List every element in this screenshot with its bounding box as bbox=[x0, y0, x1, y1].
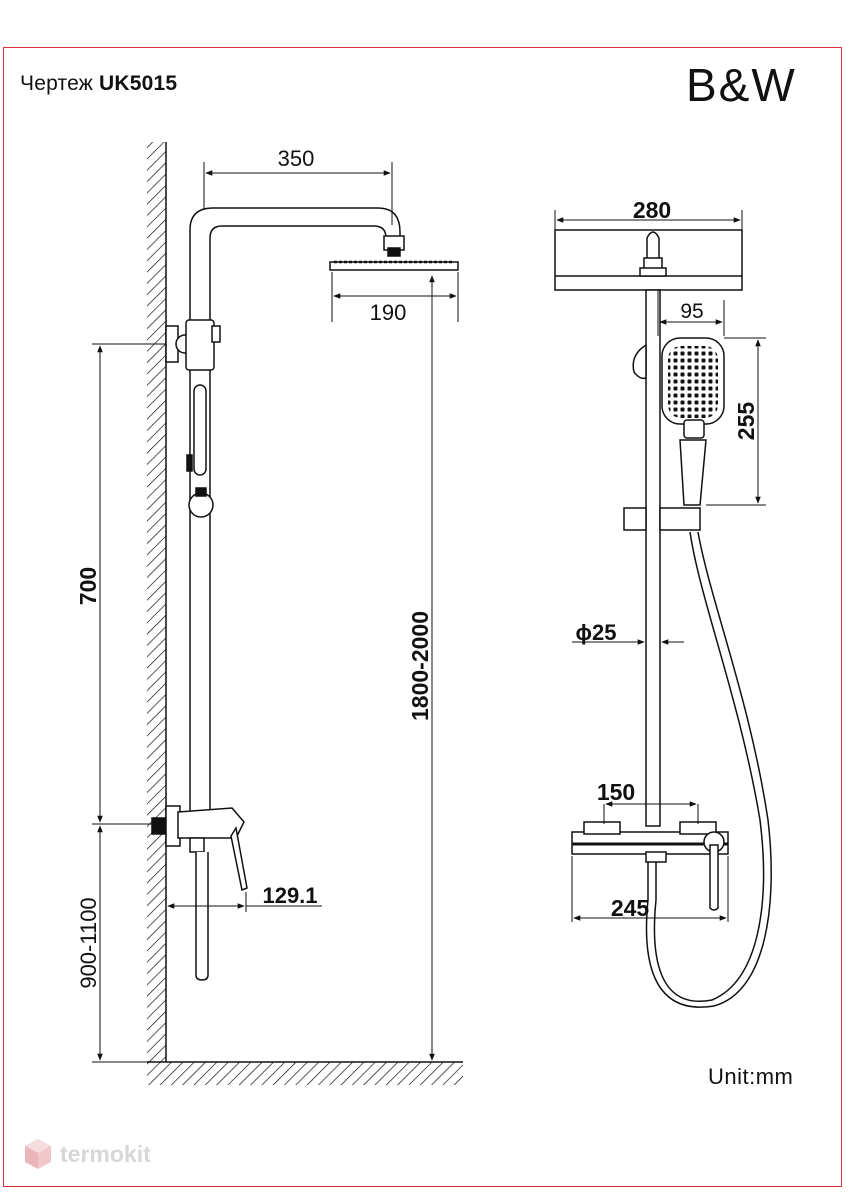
dim-350-label: 350 bbox=[278, 146, 315, 171]
dim-245-label: 245 bbox=[611, 895, 650, 921]
dim-129-label: 129.1 bbox=[262, 883, 317, 908]
model-number: UK5015 bbox=[99, 72, 178, 95]
mixer-body bbox=[177, 807, 245, 839]
front-riser bbox=[645, 289, 661, 827]
riser-inner bbox=[209, 225, 387, 812]
dim-95-label: 95 bbox=[680, 300, 703, 323]
dim-1800-label: 1800-2000 bbox=[407, 611, 433, 721]
dim-190-label: 190 bbox=[370, 300, 407, 325]
front-bracket bbox=[632, 343, 647, 380]
front-dimensions bbox=[554, 210, 766, 922]
hose-inner bbox=[645, 531, 772, 1008]
mixer-lever bbox=[230, 825, 248, 892]
floor-hatch bbox=[147, 1062, 463, 1085]
watermark-text: termokit bbox=[60, 1140, 151, 1167]
riser-outer bbox=[189, 207, 401, 812]
slider-right bbox=[659, 507, 701, 531]
drawing-title: Чертеж UK5015 bbox=[20, 72, 177, 96]
head-nut bbox=[387, 247, 401, 257]
side-view bbox=[147, 142, 463, 1085]
slider-left bbox=[623, 507, 647, 531]
watermark: termokit bbox=[24, 1138, 151, 1170]
mixer-flange-left bbox=[583, 821, 621, 835]
dim-280-label: 280 bbox=[633, 197, 671, 223]
dim-700-label: 700 bbox=[75, 567, 101, 605]
front-mixer-lever bbox=[709, 844, 719, 911]
handshower-side bbox=[193, 384, 207, 476]
dim-150-label: 150 bbox=[597, 779, 635, 805]
cube-icon bbox=[25, 1139, 51, 1169]
wall-hatch bbox=[147, 142, 166, 1062]
dim-900-label: 900-1100 bbox=[76, 897, 101, 988]
handshower-handle bbox=[679, 439, 707, 506]
unit-label: Unit:mm bbox=[708, 1064, 794, 1089]
hose-outer bbox=[653, 531, 765, 1003]
front-view bbox=[554, 229, 772, 1008]
outlet-pipe bbox=[195, 852, 209, 981]
front-dimension-labels: 280 95 255 ϕ25 150 245 bbox=[576, 197, 759, 921]
drawing-frame bbox=[3, 47, 842, 1187]
upper-bracket-body bbox=[185, 319, 215, 371]
title-prefix: Чертеж bbox=[20, 72, 93, 95]
lower-wall-plug bbox=[151, 817, 167, 835]
side-dimension-labels: 350 190 700 900-1100 1800-2000 129.1 bbox=[75, 146, 433, 989]
side-dimensions bbox=[92, 162, 459, 1063]
brand-logo: B&W bbox=[686, 59, 797, 111]
dim-25-label: ϕ25 bbox=[576, 620, 617, 645]
handshower-nozzles bbox=[668, 346, 718, 418]
dim-255-label: 255 bbox=[733, 402, 759, 441]
